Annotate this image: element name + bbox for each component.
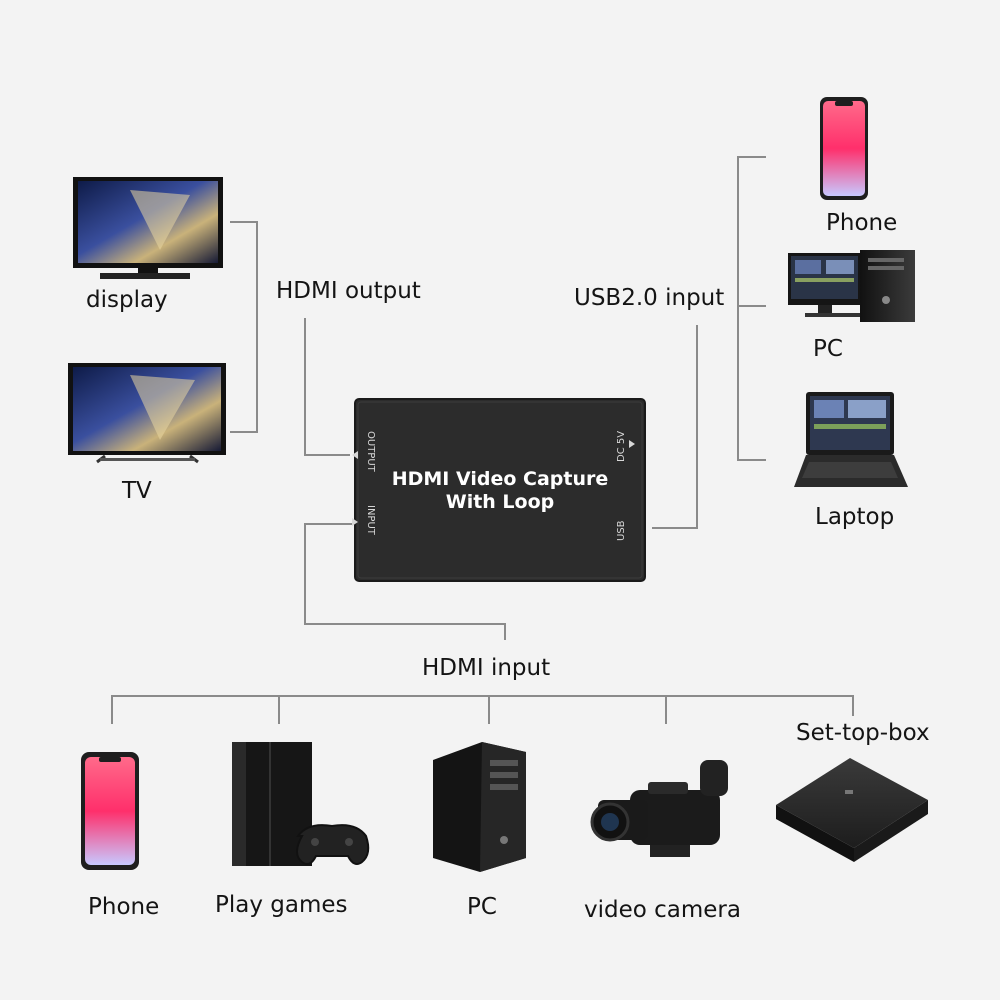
play-games-console-icon bbox=[232, 742, 370, 866]
input-to-device-line bbox=[304, 523, 506, 640]
tv-label: TV bbox=[122, 478, 152, 504]
tv-icon bbox=[68, 363, 226, 464]
output-to-device-line bbox=[304, 318, 350, 456]
play-games-label: Play games bbox=[215, 892, 348, 918]
hdmi-phone-label: Phone bbox=[88, 894, 160, 920]
device-title-line1: HDMI Video Capture bbox=[392, 468, 609, 490]
usb-pc-icon bbox=[788, 250, 915, 322]
hdmi-input-bus-line bbox=[111, 695, 854, 724]
device-title-line2: With Loop bbox=[446, 491, 555, 513]
hdmi-pc-label: PC bbox=[467, 894, 497, 920]
usb-laptop-label: Laptop bbox=[815, 504, 895, 530]
hdmi-output-label: HDMI output bbox=[276, 278, 421, 304]
usb-input-label: USB2.0 input bbox=[574, 285, 725, 311]
set-top-box-icon bbox=[776, 758, 928, 862]
port-dc-label: DC 5V bbox=[616, 431, 627, 462]
hdmi-pc-tower-icon bbox=[433, 742, 526, 872]
port-input-label: INPUT bbox=[365, 505, 376, 536]
port-input-arrow-icon bbox=[352, 518, 358, 526]
usb-laptop-icon bbox=[794, 392, 908, 487]
usb-phone-label: Phone bbox=[826, 210, 898, 236]
display-label: display bbox=[86, 287, 168, 313]
video-camera-label: video camera bbox=[584, 897, 741, 923]
port-output-arrow-icon bbox=[352, 451, 358, 459]
display-monitor-icon bbox=[73, 177, 223, 279]
output-bracket-line bbox=[230, 221, 258, 433]
set-top-box-label: Set-top-box bbox=[796, 720, 930, 746]
port-usb-label: USB bbox=[616, 520, 627, 541]
port-dc-arrow-icon bbox=[629, 440, 635, 448]
hdmi-phone-icon bbox=[81, 752, 139, 870]
video-camera-icon bbox=[590, 760, 728, 857]
usb-to-device-line bbox=[652, 325, 698, 529]
usb-bracket-line bbox=[737, 156, 766, 461]
usb-phone-icon bbox=[820, 97, 868, 200]
hdmi-input-label: HDMI input bbox=[422, 655, 551, 681]
connector-lines bbox=[111, 156, 854, 724]
port-output-label: OUTPUT bbox=[365, 431, 376, 473]
usb-pc-label: PC bbox=[813, 336, 843, 362]
capture-device: HDMI Video Capture With Loop OUTPUT INPU… bbox=[352, 398, 646, 582]
